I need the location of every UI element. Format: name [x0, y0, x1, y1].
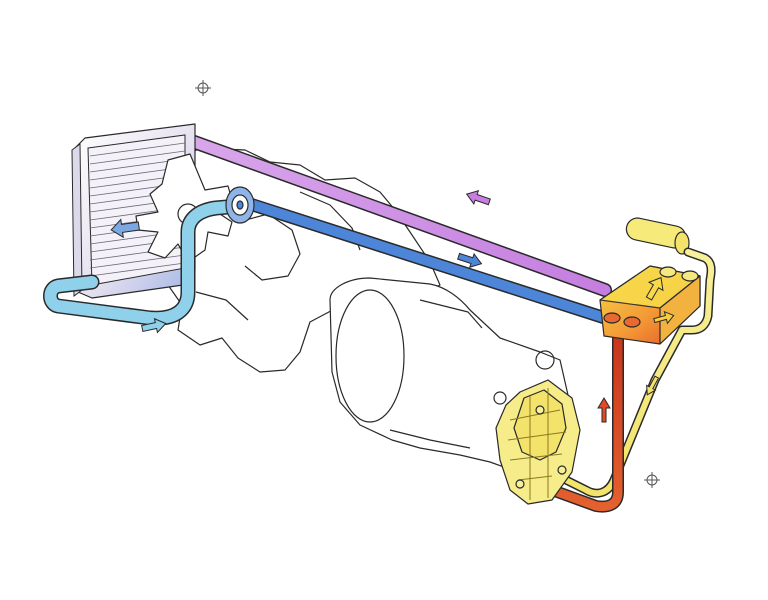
cold-line-top: [165, 127, 612, 297]
hot-line: [546, 329, 624, 513]
arrow-radiator-inlet: [141, 317, 167, 334]
thermostat-housing: [599, 265, 701, 345]
arrow-thermostat-right: [653, 310, 675, 325]
arrow-radiator-out: [110, 218, 140, 239]
arrow-expansion-down: [646, 375, 660, 396]
arrow-left-top-line: [465, 189, 491, 206]
gearbox-housing: [495, 379, 581, 505]
radiator-inlet: [43, 198, 246, 326]
arrow-thermostat-up: [645, 276, 664, 301]
registration-mark-top: [195, 80, 211, 96]
expansion-line: [561, 247, 716, 498]
cold-line-mid: [243, 197, 612, 325]
water-pump: [225, 186, 255, 224]
arrow-hot-line-up: [597, 397, 611, 423]
registration-mark-bottom: [644, 472, 660, 488]
arrow-right-mid-line: [457, 252, 483, 269]
expansion-tank: [625, 217, 690, 255]
